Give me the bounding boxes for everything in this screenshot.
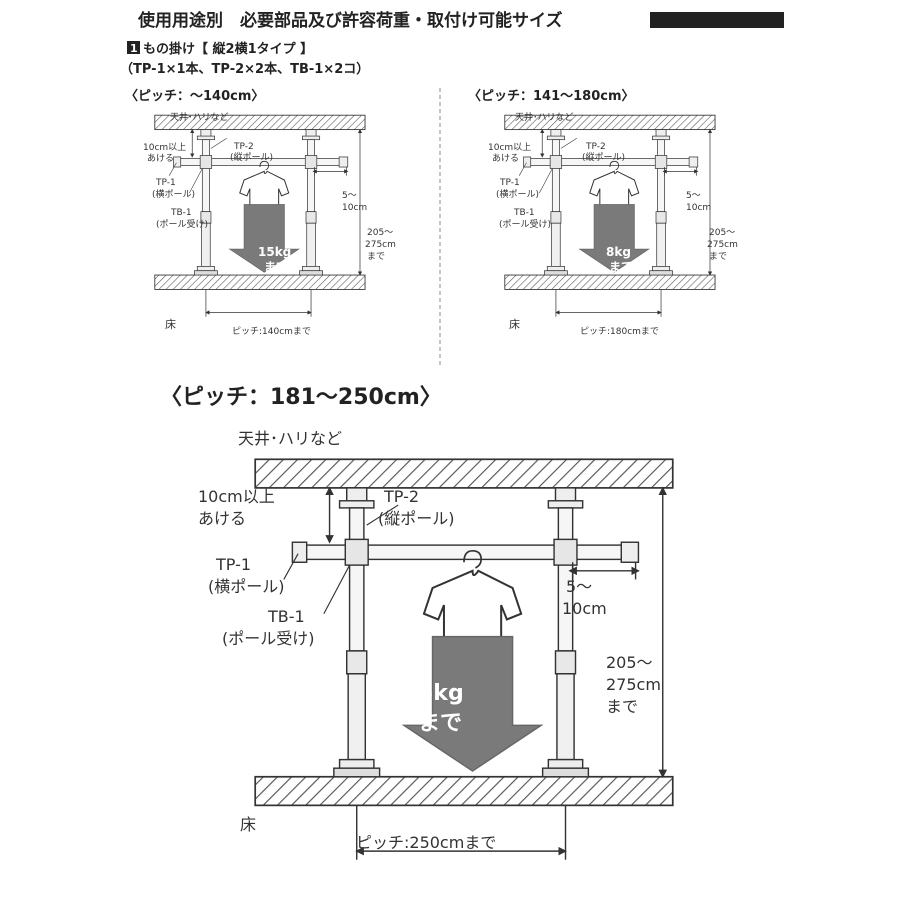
height-label-2: 275cm: [707, 240, 738, 250]
load-value-small-right: 8kg: [606, 245, 631, 259]
parts-line: （TP-1×1本、TP-2×2本、TB-1×2コ）: [120, 61, 369, 77]
tp2-name: TP-2: [383, 487, 419, 506]
load-unit-large: まで: [418, 711, 462, 736]
labels-small-right: 天井･ハリなど 10cm以上 あける TP-2 (縦ポール) TP-1 (横ポー…: [488, 111, 738, 337]
ceiling-label: 天井･ハリなど: [515, 111, 574, 123]
tp1-desc: (横ポール): [496, 188, 539, 200]
height-label-1: 205～: [367, 228, 393, 238]
page-title: 使用用途別 必要部品及び許容荷重・取付け可能サイズ: [137, 10, 563, 31]
height-label-1: 205～: [606, 653, 653, 672]
overhang-label-1: 5～: [566, 577, 592, 596]
overhang-label-1: 5～: [686, 191, 701, 201]
tb1-name: TB-1: [513, 208, 535, 218]
tb1-name: TB-1: [170, 208, 192, 218]
floor-label: 床: [509, 317, 520, 331]
load-unit-small-right: まで: [609, 260, 633, 274]
tp1-name: TP-1: [215, 555, 251, 574]
height-label-3: まで: [606, 697, 638, 716]
height-label-1: 205～: [709, 228, 735, 238]
tp1-desc: (横ポール): [208, 577, 285, 596]
ceiling-gap-label-2: あける: [198, 509, 246, 528]
tp2-desc: (縦ポール): [582, 151, 625, 163]
overhang-label-2: 10cm: [562, 599, 607, 618]
section-number-box: [127, 41, 140, 54]
tb1-desc: (ポール受け): [499, 218, 551, 230]
pitch-limit-small-right: ピッチ:180cmまで: [580, 326, 659, 337]
height-label-2: 275cm: [365, 240, 396, 250]
floor-label: 床: [240, 815, 256, 834]
pitch-title-small-right: 〈ピッチ：141～180cm〉: [468, 88, 635, 104]
ceiling-gap-label-1: 10cm以上: [143, 142, 186, 153]
pitch-title-large: 〈ピッチ：181～250cm〉: [160, 385, 442, 410]
load-value-large: 5kg: [418, 681, 464, 706]
overhang-label-2: 10cm: [342, 203, 367, 213]
tp2-name: TP-2: [233, 142, 254, 152]
overhang-label-1: 5～: [342, 191, 357, 201]
title-bar-decoration: [650, 12, 784, 28]
ceiling-gap-label-2: あける: [147, 153, 174, 164]
ceiling-label: 天井･ハリなど: [238, 429, 342, 448]
pitch-limit-small-left: ピッチ:140cmまで: [232, 326, 311, 337]
pitch-title-small-left: 〈ピッチ：～140cm〉: [125, 88, 264, 104]
ceiling-gap-label-1: 10cm以上: [488, 142, 531, 153]
tp2-name: TP-2: [585, 142, 606, 152]
overhang-label-2: 10cm: [686, 203, 711, 213]
tb1-name: TB-1: [267, 607, 305, 626]
floor-label: 床: [165, 317, 176, 331]
tp1-name: TP-1: [155, 178, 176, 188]
ceiling-gap-label-2: あける: [492, 153, 519, 164]
section-number: 1: [130, 42, 138, 55]
labels-large: 天井･ハリなど 10cm以上 あける TP-2 (縦ポール) TP-1 (横ポー…: [198, 429, 661, 852]
tp1-name: TP-1: [499, 178, 520, 188]
load-value-small-left: 15kg: [258, 245, 291, 259]
ceiling-gap-label-1: 10cm以上: [198, 487, 275, 506]
tp2-desc: (縦ポール): [230, 151, 273, 163]
tp2-desc: (縦ポール): [378, 509, 455, 528]
tp1-desc: (横ポール): [152, 188, 195, 200]
height-label-3: まで: [367, 251, 385, 262]
pitch-limit-large: ピッチ:250cmまで: [356, 833, 496, 852]
height-label-3: まで: [709, 251, 727, 262]
load-unit-small-left: まで: [264, 260, 288, 274]
rack-diagram-small-right: [505, 115, 715, 317]
tb1-desc: (ポール受け): [222, 629, 315, 648]
height-label-2: 275cm: [606, 675, 661, 694]
tb1-desc: (ポール受け): [156, 218, 208, 230]
ceiling-label: 天井･ハリなど: [170, 111, 229, 123]
labels-small-left: 天井･ハリなど 10cm以上 あける TP-2 (縦ポール) TP-1 (横ポー…: [143, 111, 396, 337]
section-label: もの掛け【 縦2横1タイプ 】: [143, 41, 313, 57]
